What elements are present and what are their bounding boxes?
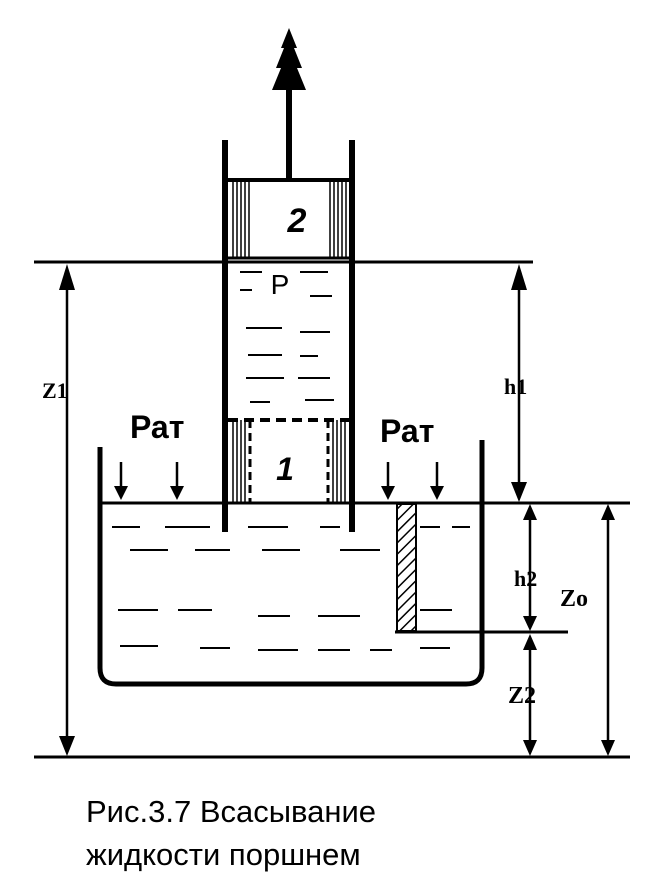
piston-top <box>228 178 349 260</box>
label-zo: Zo <box>560 586 588 612</box>
label-atm-right: Рат <box>380 413 434 449</box>
label-pressure: P <box>271 269 290 300</box>
dimension-h1 <box>511 264 527 502</box>
dimension-h2 <box>523 504 537 631</box>
caption-line-1: Рис.3.7 Всасывание <box>86 794 377 829</box>
dimension-z2 <box>523 634 537 756</box>
atm-arrows-left <box>114 462 184 500</box>
dimension-zo <box>601 504 615 756</box>
hatched-tube <box>396 503 417 632</box>
liquid-in-reservoir <box>112 526 470 651</box>
liquid-in-cylinder <box>240 271 334 403</box>
dimension-z1 <box>59 264 75 756</box>
label-z2: Z2 <box>508 683 536 709</box>
label-piston-2: 2 <box>287 202 307 240</box>
label-h1: h1 <box>504 374 527 399</box>
figure-caption: Рис.3.7 Всасывание жидкости поршнем <box>86 790 606 876</box>
up-arrow-icon <box>272 28 306 90</box>
piston-bottom <box>228 418 349 503</box>
label-piston-1: 1 <box>276 451 294 487</box>
caption-line-2: жидкости поршнем <box>86 837 361 872</box>
atm-arrows-right <box>381 462 444 500</box>
reservoir <box>97 440 485 687</box>
label-h2: h2 <box>514 566 537 591</box>
label-atm-left: Рат <box>130 409 184 445</box>
label-z1: Z1 <box>42 378 68 403</box>
